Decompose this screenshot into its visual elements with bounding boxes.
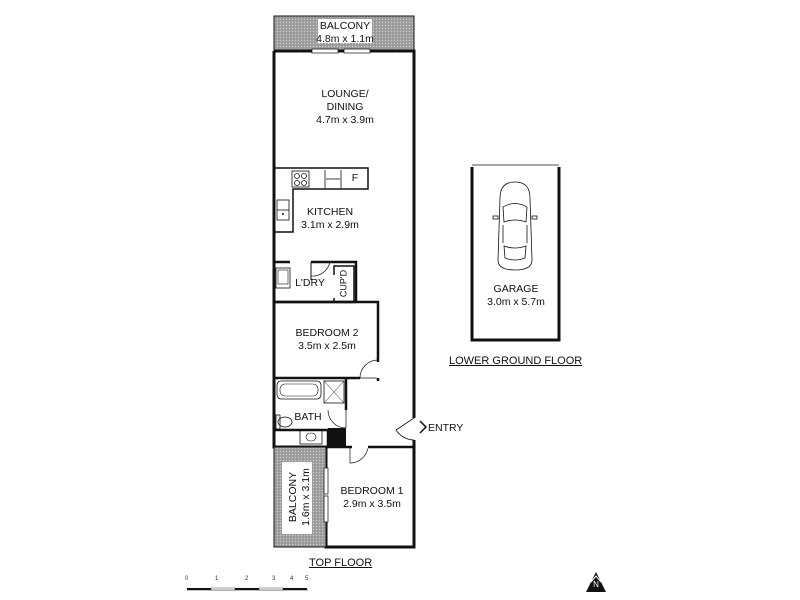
balcony-side-label: BALCONY 1.6m x 3.1m <box>287 468 312 526</box>
kitchen-label: KITCHEN 3.1m x 2.9m <box>301 206 359 231</box>
scale-bar <box>187 587 308 591</box>
bedroom1-door-swing <box>349 446 369 464</box>
lower-floor-title: LOWER GROUND FLOOR <box>449 355 583 367</box>
kitchen-bench <box>274 167 369 233</box>
bathtub-icon <box>276 380 322 400</box>
shower-icon <box>323 380 345 404</box>
scale-tick-2: 2 <box>245 576 249 582</box>
balcony-top-label: BALCONY 4.8m x 1.1m <box>316 20 374 45</box>
garage-walls <box>470 167 561 342</box>
scale-tick-0: 0 <box>185 576 189 582</box>
toilet-icon <box>277 416 293 428</box>
top-floor-title: TOP FLOOR <box>309 557 373 569</box>
scale-tick-3: 3 <box>272 576 276 582</box>
garage-label: GARAGE 3.0m x 5.7m <box>487 283 545 308</box>
car-icon <box>492 181 538 271</box>
scale-tick-5: 5 <box>305 576 309 582</box>
cupboard-label: CUP'D <box>338 269 349 298</box>
scale-tick-4: 4 <box>290 576 294 582</box>
lounge-label: LOUNGE/ DINING 4.7m x 3.9m <box>316 88 374 126</box>
bedroom2-door-swing <box>359 359 379 379</box>
linen-block <box>328 428 346 446</box>
entry-arrow-icon <box>419 420 428 434</box>
scale-tick-1: 1 <box>215 576 219 582</box>
bath-label: BATH <box>294 411 322 423</box>
compass-label: N <box>593 580 599 589</box>
entry-label: ENTRY <box>428 422 464 434</box>
bedroom1-label: BEDROOM 1 2.9m x 3.5m <box>340 485 404 510</box>
laundry-door-swing <box>310 261 331 277</box>
vanity-icon <box>299 429 323 445</box>
bath-door-swing <box>327 409 347 429</box>
compass-icon <box>586 572 606 592</box>
fridge-label: F <box>351 172 359 184</box>
laundry-tub-icon <box>275 267 291 289</box>
entry-door-swing <box>395 417 415 441</box>
bedroom2-label: BEDROOM 2 3.5m x 2.5m <box>295 327 359 352</box>
cooktop-icon <box>294 173 300 179</box>
laundry-label: L'DRY <box>295 277 325 289</box>
